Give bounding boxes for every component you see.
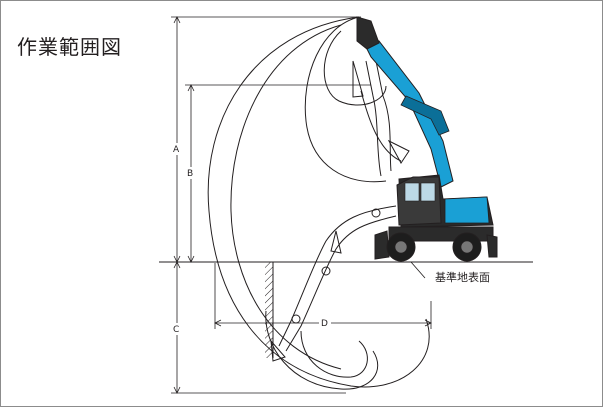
dimension-a xyxy=(171,16,361,263)
reach-envelope-loop-2 xyxy=(323,30,387,106)
reach-envelope-loop-1 xyxy=(304,16,387,183)
dimension-d-label-bg xyxy=(319,317,331,329)
ground-leader xyxy=(410,261,426,279)
dimension-a-label-bg xyxy=(171,143,183,155)
ghost-arm-lowered xyxy=(270,205,397,362)
reach-envelope-outer xyxy=(207,16,430,388)
pit-wall-hatch xyxy=(265,262,273,358)
dimension-b-label-bg xyxy=(185,167,197,179)
dimension-b-label: B xyxy=(187,169,193,179)
dig-envelope-loop-2 xyxy=(300,330,368,378)
diagram-title: 作業範囲図 xyxy=(17,35,122,59)
excavator-boom xyxy=(360,36,454,188)
ground-label: 基準地表面 xyxy=(435,270,490,284)
reach-envelope-inner-1 xyxy=(230,24,342,370)
dimension-d-label: D xyxy=(321,319,328,329)
dimension-b xyxy=(185,84,371,263)
dimension-c-label: C xyxy=(173,325,179,335)
dimension-a-label: A xyxy=(173,145,180,155)
excavator-wheels xyxy=(386,232,482,262)
excavator-body xyxy=(374,174,498,260)
reach-envelope-loop-3 xyxy=(360,90,402,162)
dimension-c-label-bg xyxy=(171,323,183,335)
excavator-bucket xyxy=(356,16,380,50)
ghost-arm-raised xyxy=(352,60,410,177)
